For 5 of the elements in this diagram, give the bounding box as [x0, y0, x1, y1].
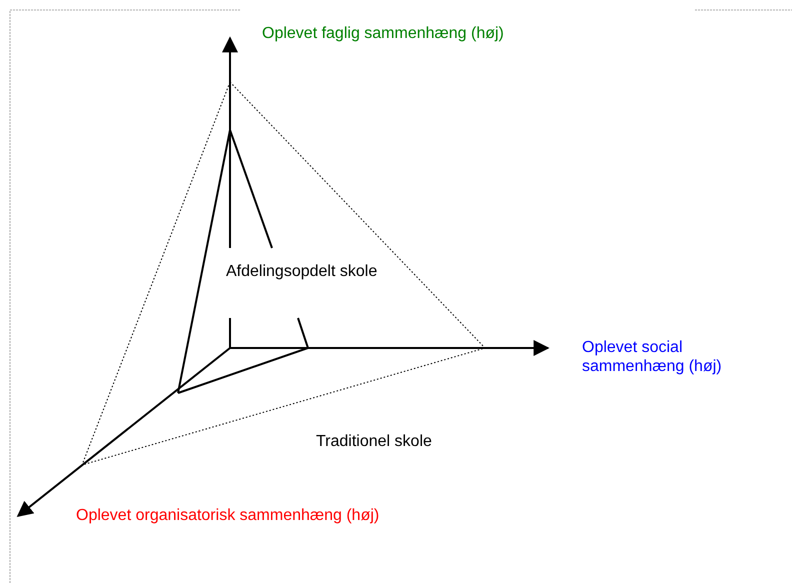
axis-label: Oplevet faglig sammenhæng (høj)	[262, 24, 504, 43]
region-label: Traditionel skole	[316, 432, 432, 451]
axis-label: Oplevet organisatorisk sammenhæng (høj)	[76, 506, 380, 525]
axis-label: Oplevet social sammenhæng (høj)	[582, 338, 722, 376]
region-label: Afdelingsopdelt skole	[226, 262, 378, 281]
